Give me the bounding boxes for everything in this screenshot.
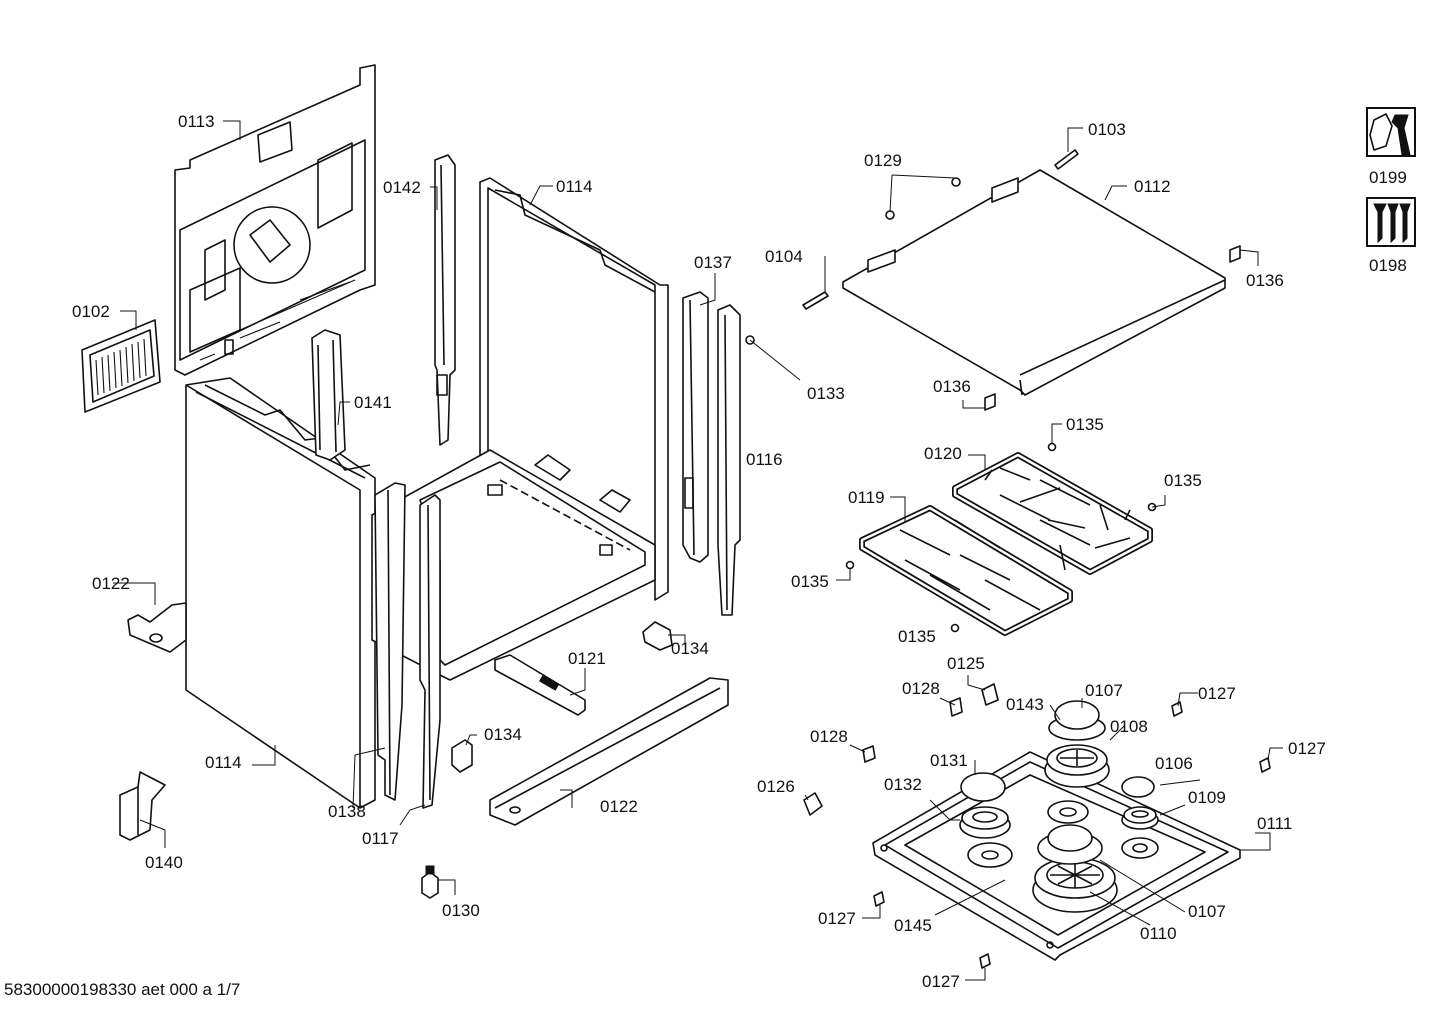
label-0108[interactable]: 0108 — [1110, 717, 1148, 736]
screw-part — [802, 291, 829, 310]
cap-nut-part — [951, 177, 961, 187]
lid-buffer-part — [984, 393, 996, 411]
burner-auxiliary-part — [1121, 776, 1159, 830]
label-0138[interactable]: 0138 — [328, 802, 366, 821]
label-0122-left[interactable]: 0122 — [92, 574, 130, 593]
label-0132[interactable]: 0132 — [884, 775, 922, 794]
label-0134-right[interactable]: 0134 — [671, 639, 709, 658]
label-0136-right[interactable]: 0136 — [1246, 271, 1284, 290]
label-0134-left[interactable]: 0134 — [484, 725, 522, 744]
label-0119[interactable]: 0119 — [848, 488, 885, 507]
label-0127-a[interactable]: 0127 — [1198, 684, 1236, 703]
burner-large-part — [1032, 824, 1118, 913]
label-0127-d[interactable]: 0127 — [922, 972, 960, 991]
symbol-label-0199[interactable]: 0199 — [1369, 168, 1407, 187]
label-0141[interactable]: 0141 — [354, 393, 392, 412]
label-0121[interactable]: 0121 — [568, 649, 606, 668]
back-panel-part — [174, 64, 376, 376]
support-rail-rear-part — [434, 154, 456, 446]
label-0113[interactable]: 0113 — [178, 112, 215, 131]
part-labels: 0113 0102 0142 0114 0141 0137 0116 0133 … — [72, 112, 1407, 991]
label-0133[interactable]: 0133 — [807, 384, 845, 403]
label-0130[interactable]: 0130 — [442, 901, 480, 920]
bottom-tray-part — [371, 449, 656, 681]
side-panel-left-part — [185, 377, 376, 809]
label-0135-d[interactable]: 0135 — [898, 627, 936, 646]
label-0110[interactable]: 0110 — [1140, 924, 1177, 943]
label-0142[interactable]: 0142 — [383, 178, 421, 197]
label-0107-bottom[interactable]: 0107 — [1188, 902, 1226, 921]
label-0137[interactable]: 0137 — [694, 253, 732, 272]
label-0128-b[interactable]: 0128 — [810, 727, 848, 746]
burner-medium-part — [1044, 700, 1110, 788]
label-0143[interactable]: 0143 — [1006, 695, 1044, 714]
label-0112[interactable]: 0112 — [1134, 177, 1171, 196]
label-0117[interactable]: 0117 — [362, 829, 399, 848]
label-0120[interactable]: 0120 — [924, 444, 962, 463]
label-0128-a[interactable]: 0128 — [902, 679, 940, 698]
cap-nut-part — [885, 210, 895, 220]
front-frame-strip-part — [374, 482, 441, 809]
label-0125[interactable]: 0125 — [947, 654, 985, 673]
label-0136-left[interactable]: 0136 — [933, 377, 971, 396]
label-0109[interactable]: 0109 — [1188, 788, 1226, 807]
label-0135-a[interactable]: 0135 — [1066, 415, 1104, 434]
label-0107-top[interactable]: 0107 — [1085, 681, 1123, 700]
label-0140[interactable]: 0140 — [145, 853, 183, 872]
label-0103[interactable]: 0103 — [1088, 120, 1126, 139]
label-0104[interactable]: 0104 — [765, 247, 803, 266]
label-0122-bottom[interactable]: 0122 — [600, 797, 638, 816]
label-0116[interactable]: 0116 — [746, 450, 783, 469]
support-rail-left-part — [311, 329, 346, 461]
label-0102[interactable]: 0102 — [72, 302, 110, 321]
pan-support-grate-right-part — [952, 452, 1153, 575]
label-0131[interactable]: 0131 — [930, 751, 968, 770]
screw-part — [1054, 149, 1079, 170]
document-code: 58300000198330 aet 000 a 1/7 — [4, 980, 241, 999]
label-0106[interactable]: 0106 — [1155, 754, 1193, 773]
bottom-cross-rail-part — [494, 654, 586, 716]
label-0127-b[interactable]: 0127 — [1288, 739, 1326, 758]
label-0135-b[interactable]: 0135 — [1164, 471, 1202, 490]
pan-support-grate-left-part — [859, 505, 1073, 636]
wall-bracket-part — [119, 771, 166, 841]
screws-icon — [1366, 197, 1416, 247]
wrench-nut-icon — [1366, 107, 1416, 157]
grate-foot-part — [845, 442, 1157, 633]
label-0114-bottom[interactable]: 0114 — [205, 753, 242, 772]
label-0135-c[interactable]: 0135 — [791, 572, 829, 591]
mounting-bracket-left-part — [127, 602, 187, 653]
label-0114-top[interactable]: 0114 — [556, 177, 593, 196]
label-0111[interactable]: 0111 — [1257, 814, 1292, 833]
burner-small-part — [959, 772, 1011, 839]
leader-lines — [113, 120, 1283, 981]
side-rail-part — [682, 291, 741, 616]
vent-grille-part — [81, 319, 161, 413]
label-0127-c[interactable]: 0127 — [818, 909, 856, 928]
lid-buffer-part — [1229, 245, 1241, 263]
label-0129[interactable]: 0129 — [864, 151, 902, 170]
glass-lid-part — [842, 169, 1226, 396]
mounting-bracket-bottom-part — [489, 677, 729, 826]
adjustable-foot-part — [421, 865, 439, 899]
symbol-label-0198[interactable]: 0198 — [1369, 256, 1407, 275]
clip-part — [451, 621, 673, 773]
label-0145[interactable]: 0145 — [894, 916, 932, 935]
label-0126[interactable]: 0126 — [757, 777, 795, 796]
hob-clip-part — [803, 683, 1271, 969]
